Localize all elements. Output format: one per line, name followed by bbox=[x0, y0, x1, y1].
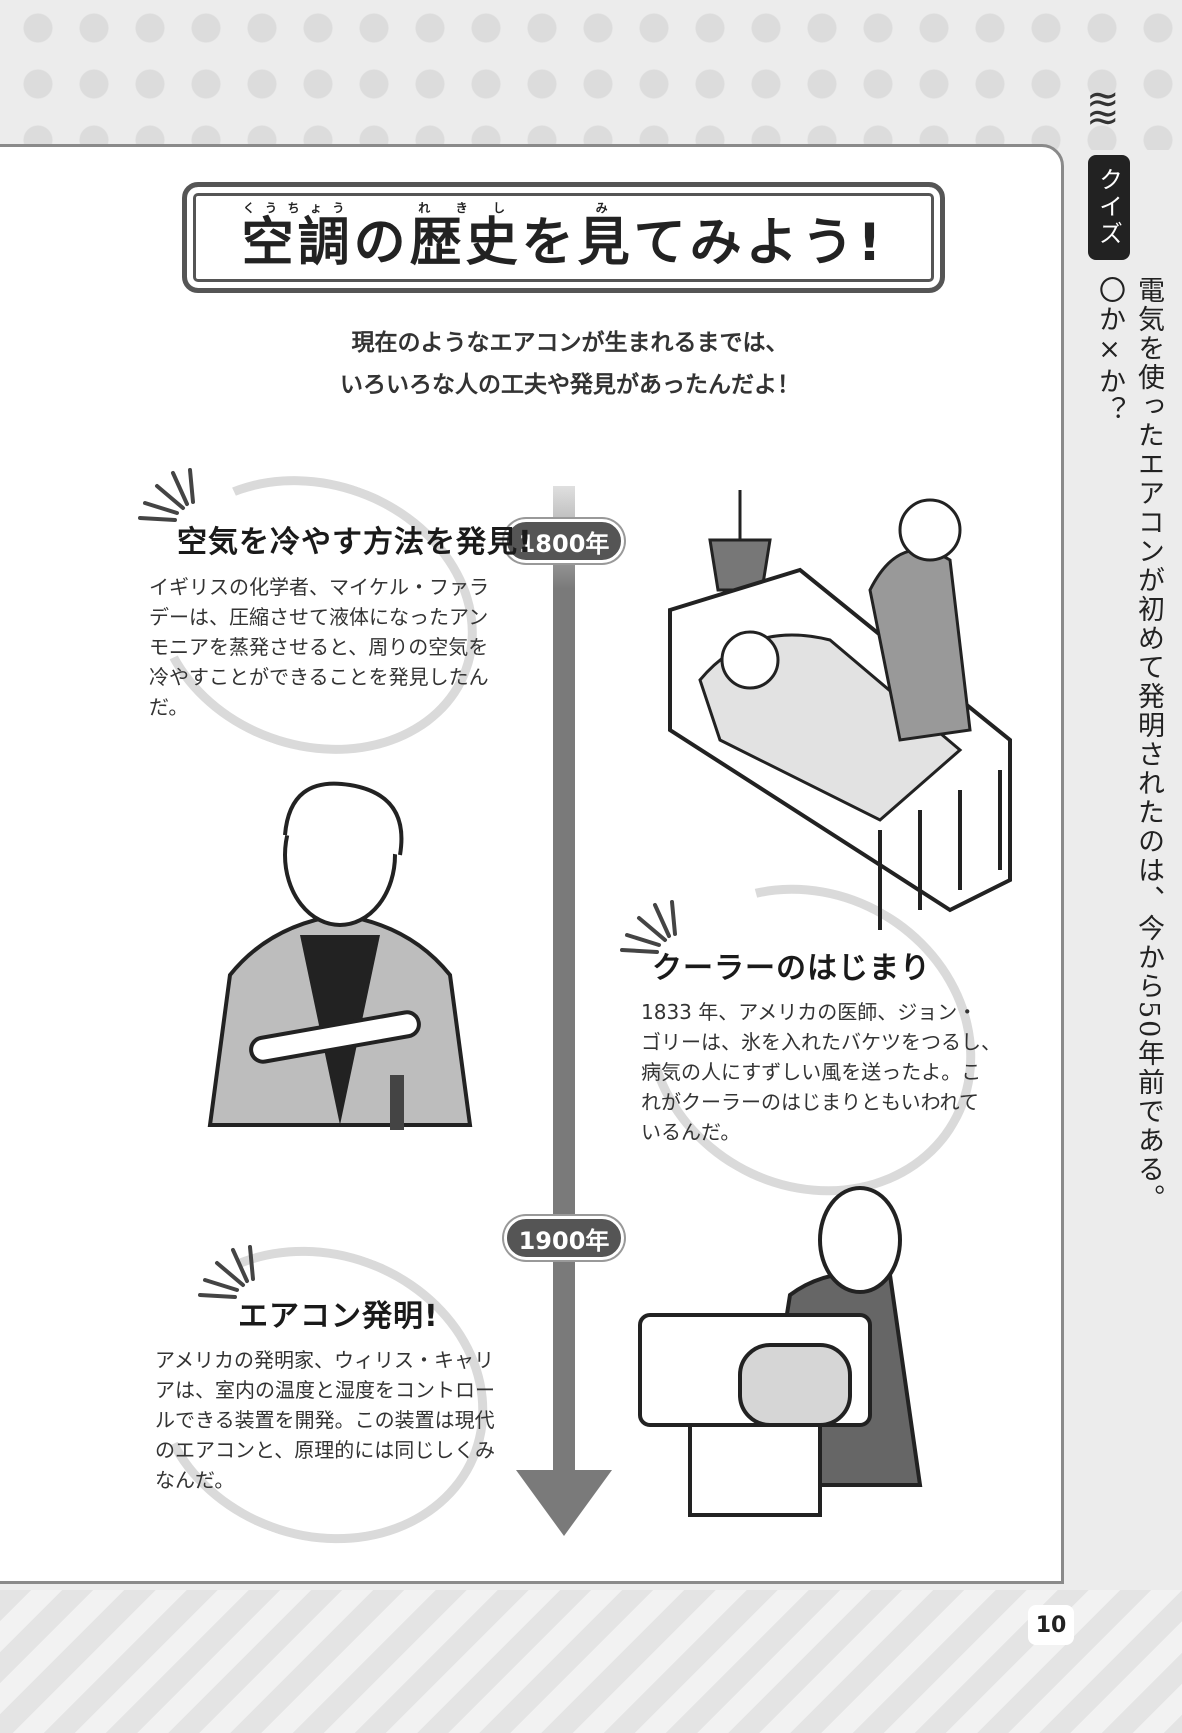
title-part: の bbox=[353, 213, 410, 273]
year-badge-1900: 1900年 bbox=[504, 1216, 624, 1260]
body-line: れがクーラーのはじまりともいわれて bbox=[641, 1090, 979, 1114]
page-number: 10 bbox=[1028, 1605, 1074, 1645]
title-part: 空調 bbox=[241, 213, 354, 273]
body-line: アは、室内の温度と湿度をコントロー bbox=[155, 1378, 495, 1402]
intro-text: 現在のようなエアコンが生まれるまでは、 いろいろな人の工夫や発見があったんだよ！ bbox=[250, 322, 890, 406]
body-line: のエアコンと、原理的には同じしくみ bbox=[155, 1438, 495, 1462]
body-line: ルできる装置を開発。この装置は現代 bbox=[155, 1408, 495, 1432]
section-heading: 空気を冷やす方法を発見! bbox=[177, 525, 533, 560]
timeline-arrow-icon bbox=[516, 1470, 612, 1536]
title-box: 空調くうちょうの歴史れきしを見みてみよう! bbox=[182, 182, 945, 293]
title-part: 見 bbox=[577, 213, 634, 273]
furigana: み bbox=[577, 201, 634, 215]
body-line: 冷やすことができることを発見したん bbox=[149, 665, 489, 689]
faraday-illustration bbox=[207, 781, 473, 1130]
year-badge-1800: 1800年 bbox=[504, 519, 624, 563]
body-line: だ。 bbox=[149, 695, 189, 719]
dot-pattern-background bbox=[0, 0, 1182, 150]
quiz-badge: クイズ bbox=[1088, 155, 1130, 260]
stripe-pattern-background bbox=[0, 1590, 1182, 1733]
page-title: 空調くうちょうの歴史れきしを見みてみよう! bbox=[242, 200, 886, 275]
bed-and-doctor-illustration bbox=[668, 490, 1012, 930]
burst-icon bbox=[620, 900, 677, 954]
wave-icon: ≈≈ bbox=[1086, 76, 1120, 140]
carrier-machine-illustration bbox=[638, 1186, 923, 1517]
intro-line: 現在のようなエアコンが生まれるまでは、 bbox=[351, 330, 789, 356]
title-part: を bbox=[521, 213, 578, 273]
section-heading: クーラーのはじまり bbox=[652, 951, 931, 986]
quiz-question: 電気を使ったエアコンが初めて発明されたのは、今から50年前である。〇か×か？ bbox=[1094, 276, 1164, 1214]
body-line: ゴリーは、氷を入れたバケツをつるし、 bbox=[641, 1030, 1001, 1054]
furigana: れきし bbox=[409, 201, 522, 215]
body-line: なんだ。 bbox=[155, 1468, 235, 1492]
section-body: イギリスの化学者、マイケル・ファラ デーは、圧縮させて液体になったアン モニアを… bbox=[149, 572, 489, 722]
title-part: てみよう! bbox=[633, 213, 886, 273]
section-heading: エアコン発明! bbox=[238, 1299, 439, 1334]
intro-line: いろいろな人の工夫や発見があったんだよ！ bbox=[340, 372, 800, 398]
furigana: くうちょう bbox=[241, 201, 354, 215]
timeline-axis bbox=[553, 486, 575, 1516]
body-line: モニアを蒸発させると、周りの空気を bbox=[149, 635, 489, 659]
body-line: イギリスの化学者、マイケル・ファラ bbox=[149, 575, 489, 599]
section-body: 1833 年、アメリカの医師、ジョン・ ゴリーは、氷を入れたバケツをつるし、 病… bbox=[641, 997, 1001, 1147]
burst-icon bbox=[198, 1245, 255, 1299]
body-line: 病気の人にすずしい風を送ったよ。こ bbox=[641, 1060, 982, 1084]
body-line: アメリカの発明家、ウィリス・キャリ bbox=[155, 1348, 494, 1372]
title-part: 歴史 bbox=[409, 213, 522, 273]
body-line: いるんだ。 bbox=[641, 1120, 741, 1144]
burst-icon bbox=[138, 468, 195, 522]
body-line: 1833 年、アメリカの医師、ジョン・ bbox=[641, 1000, 978, 1024]
section-body: アメリカの発明家、ウィリス・キャリ アは、室内の温度と湿度をコントロー ルできる… bbox=[155, 1345, 495, 1495]
body-line: デーは、圧縮させて液体になったアン bbox=[149, 605, 489, 629]
